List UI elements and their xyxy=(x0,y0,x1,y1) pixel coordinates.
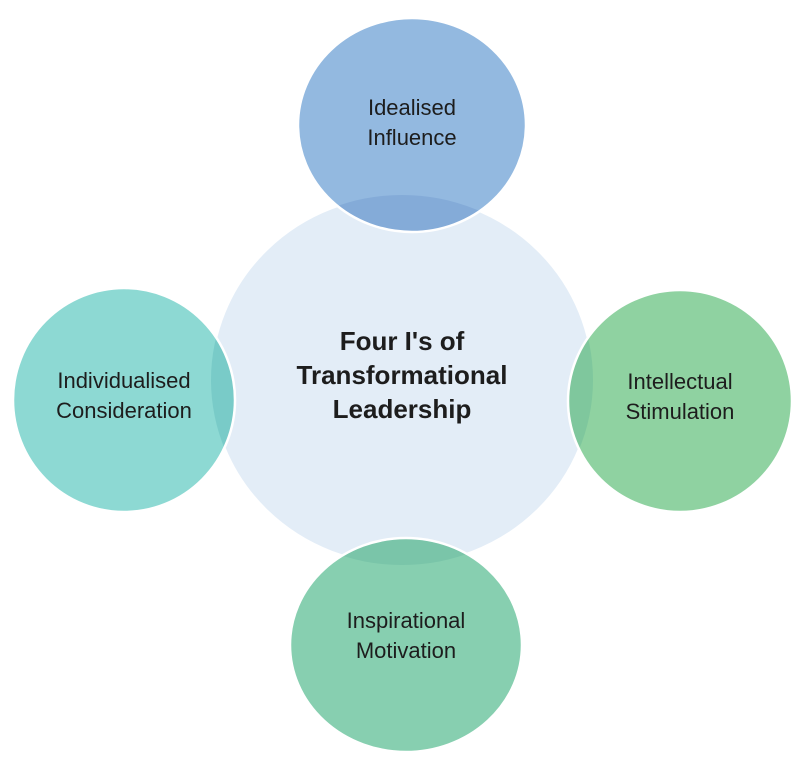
left-circle-group xyxy=(11,286,237,514)
center-circle-shape xyxy=(209,193,595,567)
bottom-circle-shape xyxy=(290,538,522,752)
top-circle-group xyxy=(296,16,528,234)
right-circle-outline xyxy=(566,288,794,514)
right-circle-group xyxy=(566,288,794,514)
bottom-circle-group xyxy=(288,536,524,754)
right-circle-shape xyxy=(568,290,792,512)
top-circle-outline xyxy=(296,16,528,234)
top-circle-shape xyxy=(298,18,526,232)
left-circle-outline xyxy=(11,286,237,514)
left-circle-shape xyxy=(13,288,235,512)
bottom-circle-outline xyxy=(288,536,524,754)
